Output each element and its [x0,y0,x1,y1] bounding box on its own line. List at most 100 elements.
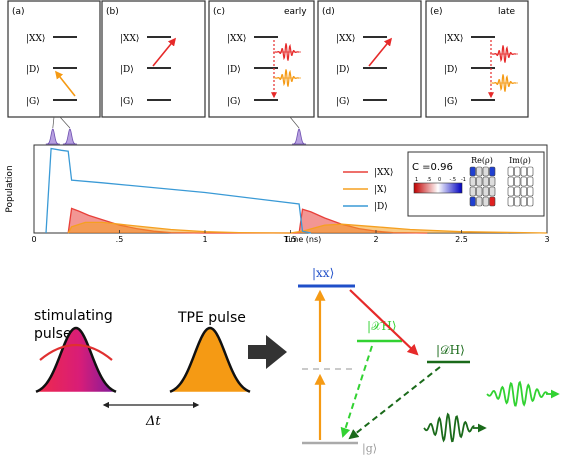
matrix-cell-im [527,166,534,177]
panel-frame [101,0,206,118]
excitation-arrow [152,37,177,67]
level-label: |G⟩ [444,97,458,107]
excitation-arrow [55,70,76,97]
matrix-cell-im [514,196,521,207]
stimulating-label: stimulating [34,308,113,324]
colorbar-label: .5 [427,177,432,183]
matrix-cell-re [489,196,496,207]
matrix-cell-re [476,196,483,207]
level-label: |XX⟩ [444,34,463,44]
excitation-pulse [45,128,60,145]
level-panel-d: (d) |XX⟩ |D⟩ |G⟩ [317,0,422,118]
level-label: |G⟩ [336,97,350,107]
level-panel-b: (b) |XX⟩ |D⟩ |G⟩ [101,0,206,118]
matrix-cell-re [476,166,483,177]
x-axis-label: Time (ns) [283,235,322,244]
level-label: |XX⟩ [336,34,355,44]
level-xh-label: |𝒳H⟩ [367,319,397,333]
matrix-cell-re [489,176,496,187]
level-g-label: |g⟩ [362,442,377,456]
matrix-cell-im [514,176,521,187]
level-panel-c: (c)early|XX⟩|D⟩|G⟩ [208,0,315,118]
tpe-pulse-fill [170,328,250,392]
x-tick-label: 3 [544,235,549,244]
x-tick-label: 1 [202,235,207,244]
stimulating-pulse-fill [36,328,116,392]
dh-decay-arrow [348,366,441,440]
excitation-pulse [292,128,307,145]
matrix-title-im: Im(ρ) [509,156,531,165]
matrix-cell-re [482,166,489,177]
matrix-cell-im [520,196,527,207]
xh-decay-arrow [340,345,373,438]
legend: |XX⟩|X⟩|D⟩ [343,168,393,212]
level-label: |D⟩ [120,65,134,75]
colorbar-label: 1 [415,177,418,183]
colorbar [413,182,463,194]
matrix-cell-im [507,186,514,197]
level-label: |XX⟩ [26,34,45,44]
level-label: |D⟩ [444,65,458,75]
legend-entry: |D⟩ [374,202,388,212]
matrix-cell-re [482,196,489,207]
matrix-cell-re [489,166,496,177]
panel-tag: (e) [430,7,443,17]
panel-frame [208,0,315,118]
x-tick-label: 1.5 [284,235,297,244]
panel-tag: (d) [322,7,335,17]
matrix-cell-im [507,166,514,177]
panel-note: late [498,7,516,17]
tpe-pulse-outline [169,326,251,393]
level-label: |G⟩ [26,97,40,107]
level-label: |G⟩ [120,97,134,107]
matrix-cell-im [520,186,527,197]
panel-frame [425,0,529,118]
xh-photon-wavelet [486,380,549,407]
panel-tag: (a) [12,7,25,17]
y-axis-label: Population [5,165,15,212]
level-label: |D⟩ [26,65,40,75]
matrix-cell-re [489,186,496,197]
matrix-cell-im [527,186,534,197]
process-arrow [248,335,287,369]
stimulating-label-2: pulse [34,326,72,342]
x-tick-label: .5 [116,235,124,244]
matrix-cell-im [507,196,514,207]
matrix-cell-re [469,166,476,177]
level-label: |D⟩ [336,65,350,75]
matrix-title-re: Re(ρ) [471,156,493,165]
matrix-cell-re [469,196,476,207]
level-panel-a: (a) |XX⟩ |D⟩ |G⟩ [7,0,101,118]
panel-frame [317,0,422,118]
matrix-cell-im [514,186,521,197]
panel-tag: (c) [213,7,225,17]
legend-entry: |X⟩ [374,185,387,195]
level-label: |D⟩ [227,65,241,75]
panel-connector [289,116,300,129]
series-line [67,221,548,234]
level-label: |XX⟩ [120,34,139,44]
level-label: |G⟩ [227,97,241,107]
panel-note: early [284,7,307,17]
stimulating-spectrum-arc [39,343,113,361]
matrix-cell-im [527,196,534,207]
concurrence-label: C =0.96 [412,162,453,173]
matrix-cell-re [476,176,483,187]
matrix-cell-re [482,186,489,197]
matrix-cell-re [476,186,483,197]
panel-tag: (b) [106,7,119,17]
colorbar-label: -1 [461,177,466,183]
stimulated-emission-arrow [349,289,419,356]
series-line [45,147,312,234]
x-tick-label: 0 [31,235,36,244]
matrix-cell-im [514,166,521,177]
excitation-pulse [62,128,77,145]
panel-connector [59,116,71,129]
dh-photon-wavelet [423,412,475,443]
matrix-cell-im [520,166,527,177]
x-tick-label: 2.5 [455,235,468,244]
